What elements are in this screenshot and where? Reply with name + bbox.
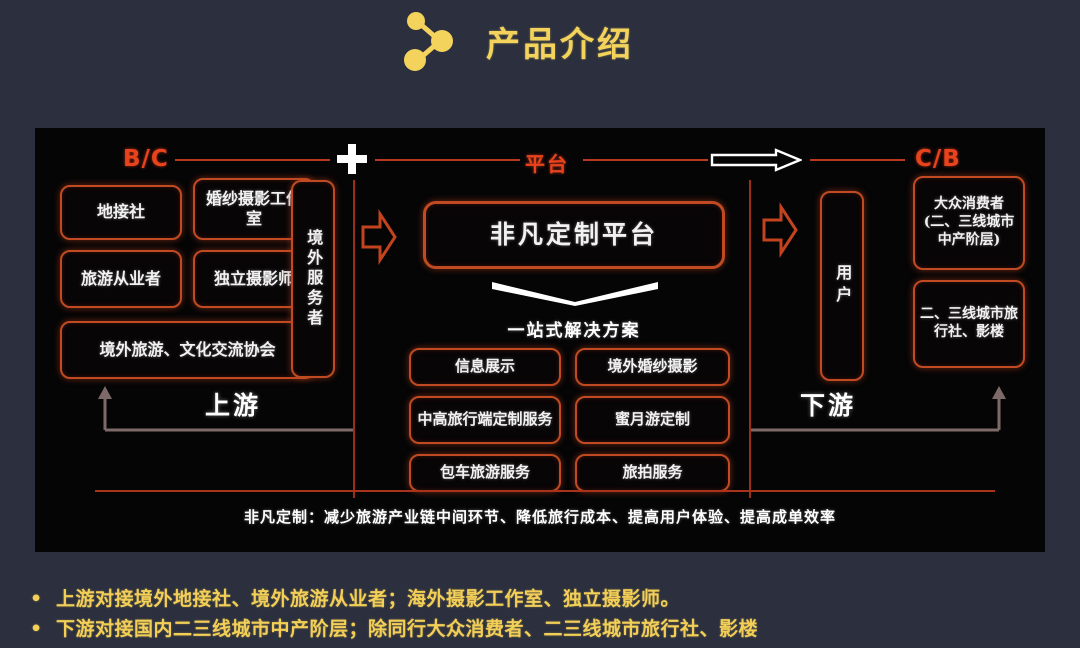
share-nodes-icon — [404, 12, 453, 71]
rule-segment-4 — [810, 159, 905, 161]
list-item: • 下游对接国内二三线城市中产阶层；除同行大众消费者、二三线城市旅行社、影楼 — [30, 618, 1070, 641]
right-arrow-icon — [710, 148, 802, 172]
bullet-list: • 上游对接境外地接社、境外旅游从业者；海外摄影工作室、独立摄影师。 • 下游对… — [30, 588, 1070, 648]
downstream-box-0[interactable]: 大众消费者(二、三线城市中产阶层) — [913, 176, 1025, 270]
service-box-0[interactable]: 信息展示 — [409, 348, 561, 386]
caption-divider — [95, 490, 995, 492]
upstream-flow-label: 上游 — [205, 391, 262, 420]
service-box-4[interactable]: 包车旅游服务 — [409, 454, 561, 492]
service-box-3[interactable]: 蜜月游定制 — [575, 396, 730, 444]
downstream-flow-label: 下游 — [800, 391, 857, 420]
diagram-caption: 非凡定制：减少旅游产业链中间环节、降低旅行成本、提高用户体验、提高成单效率 — [243, 508, 836, 526]
upstream-box-0[interactable]: 地接社 — [60, 185, 182, 240]
platform-title-box[interactable]: 非凡定制平台 — [423, 201, 725, 269]
downstream-vertical-box[interactable]: 用户 — [820, 191, 864, 381]
list-item: • 上游对接境外地接社、境外旅游从业者；海外摄影工作室、独立摄影师。 — [30, 588, 1070, 611]
diagram-panel: B/C 平台 C/B 地接社 婚纱摄影工作室 旅游从业者 独立摄影师 境外旅游、… — [35, 128, 1045, 552]
upstream-box-2[interactable]: 旅游从业者 — [60, 250, 182, 308]
rule-segment-2 — [375, 159, 520, 161]
service-box-1[interactable]: 境外婚纱摄影 — [575, 348, 730, 386]
upstream-vertical-box[interactable]: 境外服务者 — [291, 180, 335, 378]
bullet-text: 上游对接境外地接社、境外旅游从业者；海外摄影工作室、独立摄影师。 — [56, 588, 681, 610]
segment-label-platform: 平台 — [525, 152, 569, 176]
page-title: 产品介绍 — [486, 24, 634, 65]
bullet-marker: • — [30, 617, 43, 640]
segment-label-bc: B/C — [123, 146, 169, 172]
chevron-down-icon — [492, 282, 658, 306]
upstream-flow-arrow — [98, 386, 353, 432]
top-rule-row: B/C 平台 C/B — [35, 144, 1045, 176]
orange-right-arrow-icon-left — [361, 208, 397, 266]
rule-segment-1 — [175, 159, 330, 161]
rule-segment-3 — [583, 159, 708, 161]
plus-icon — [337, 144, 367, 174]
bullet-marker: • — [30, 588, 43, 610]
service-box-5[interactable]: 旅拍服务 — [575, 454, 730, 492]
divider-right — [749, 180, 751, 498]
upstream-box-4[interactable]: 境外旅游、文化交流协会 — [60, 321, 315, 379]
service-box-2[interactable]: 中高旅行端定制服务 — [409, 396, 561, 444]
downstream-flow-arrow — [751, 386, 1006, 432]
bullet-text: 下游对接国内二三线城市中产阶层；除同行大众消费者、二三线城市旅行社、影楼 — [56, 617, 759, 640]
platform-subtitle: 一站式解决方案 — [507, 321, 641, 341]
page-header: 产品介绍 — [0, 0, 1080, 118]
divider-left — [353, 180, 355, 498]
orange-right-arrow-icon-right — [762, 201, 798, 259]
title-block: 产品介绍 — [396, 8, 634, 74]
segment-label-cb: C/B — [915, 146, 961, 172]
downstream-box-1[interactable]: 二、三线城市旅行社、影楼 — [913, 280, 1025, 368]
